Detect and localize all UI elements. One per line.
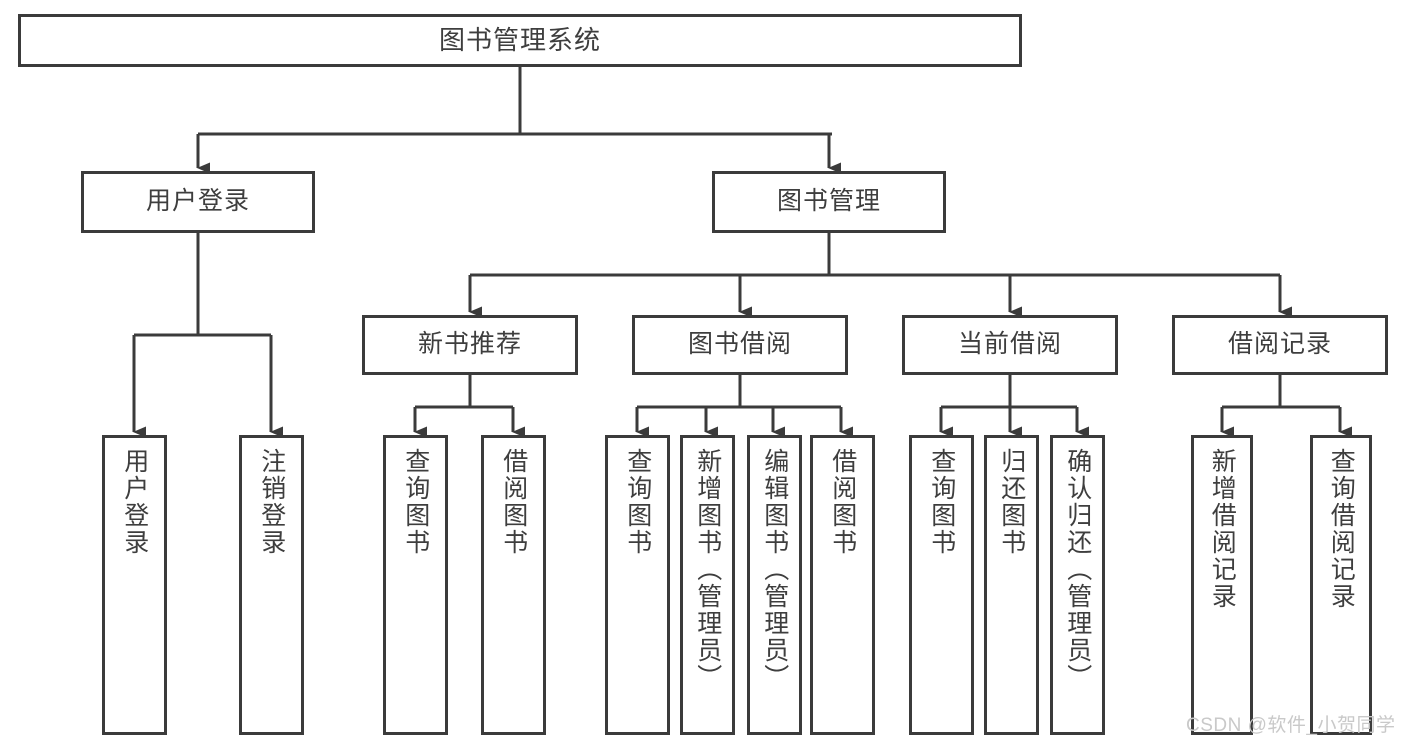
leaf-add-borrow-record[interactable]: 新增借阅记录 xyxy=(1191,435,1253,735)
node-new-book-recommend[interactable]: 新书推荐 xyxy=(362,315,578,375)
node-label: 查询图书 xyxy=(401,448,430,556)
node-label: 查询图书 xyxy=(623,448,652,556)
node-label: 确认归还（管理员） xyxy=(1063,448,1092,691)
leaf-query-book-recommend[interactable]: 查询图书 xyxy=(383,435,448,735)
leaf-logout[interactable]: 注销登录 xyxy=(239,435,304,735)
leaf-user-login[interactable]: 用户登录 xyxy=(102,435,167,735)
node-label: 借阅图书 xyxy=(828,448,857,556)
node-label: 借阅图书 xyxy=(499,448,528,556)
leaf-query-book-current[interactable]: 查询图书 xyxy=(909,435,974,735)
node-book-management[interactable]: 图书管理 xyxy=(712,171,946,233)
leaf-query-book-borrow[interactable]: 查询图书 xyxy=(605,435,670,735)
node-label: 新增图书（管理员） xyxy=(693,448,722,691)
leaf-add-book-admin[interactable]: 新增图书（管理员） xyxy=(680,435,735,735)
node-label: 新增借阅记录 xyxy=(1208,448,1237,610)
node-label: 用户登录 xyxy=(145,187,250,216)
node-label: 查询图书 xyxy=(927,448,956,556)
leaf-edit-book-admin[interactable]: 编辑图书（管理员） xyxy=(747,435,802,735)
leaf-borrow-book[interactable]: 借阅图书 xyxy=(810,435,875,735)
node-label: 归还图书 xyxy=(997,448,1026,556)
node-label: 注销登录 xyxy=(257,448,286,556)
node-label: 图书管理 xyxy=(776,187,881,216)
leaf-query-borrow-record[interactable]: 查询借阅记录 xyxy=(1310,435,1372,735)
node-label: 用户登录 xyxy=(120,448,149,556)
node-label: 借阅记录 xyxy=(1227,330,1332,359)
leaf-confirm-return-admin[interactable]: 确认归还（管理员） xyxy=(1050,435,1105,735)
node-book-borrow[interactable]: 图书借阅 xyxy=(632,315,848,375)
csdn-watermark: CSDN @软件_小贺同学 xyxy=(1186,715,1396,736)
node-borrow-record[interactable]: 借阅记录 xyxy=(1172,315,1388,375)
node-label: 新书推荐 xyxy=(417,330,522,359)
leaf-return-book[interactable]: 归还图书 xyxy=(984,435,1039,735)
node-user-login[interactable]: 用户登录 xyxy=(81,171,315,233)
node-label: 查询借阅记录 xyxy=(1327,448,1356,610)
node-root-system[interactable]: 图书管理系统 xyxy=(18,14,1022,67)
node-current-borrow[interactable]: 当前借阅 xyxy=(902,315,1118,375)
node-label: 当前借阅 xyxy=(957,330,1062,359)
node-label: 图书管理系统 xyxy=(438,25,601,56)
leaf-borrow-book-recommend[interactable]: 借阅图书 xyxy=(481,435,546,735)
node-label: 图书借阅 xyxy=(687,330,792,359)
node-label: 编辑图书（管理员） xyxy=(760,448,789,691)
